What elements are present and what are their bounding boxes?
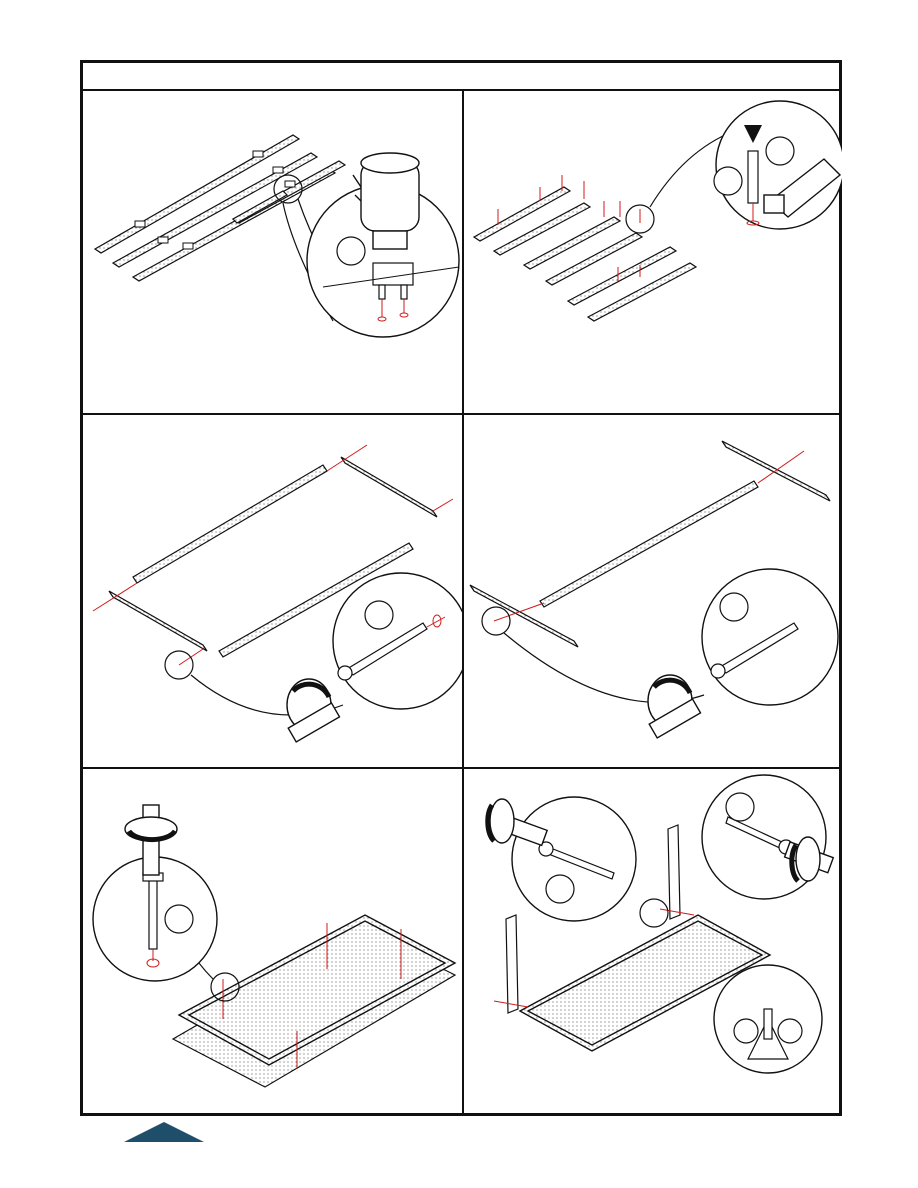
panel-step-5 bbox=[83, 769, 462, 1117]
page-tab-marker bbox=[124, 1122, 204, 1142]
instruction-sheet bbox=[80, 60, 842, 1116]
panel-step-1 bbox=[83, 91, 462, 413]
panel-step-2 bbox=[464, 91, 842, 413]
panel-step-4 bbox=[464, 415, 842, 767]
dowel-icon bbox=[748, 151, 758, 203]
panel-step-6 bbox=[464, 769, 842, 1117]
header-band bbox=[83, 63, 839, 91]
step-6-illustration bbox=[464, 769, 842, 1117]
board-parts bbox=[474, 187, 696, 321]
step-grid bbox=[83, 91, 839, 1113]
step-1-illustration bbox=[83, 91, 462, 413]
step-5-illustration bbox=[83, 769, 462, 1117]
header-text bbox=[83, 68, 93, 83]
step-2-illustration bbox=[464, 91, 842, 413]
step-3-illustration bbox=[83, 415, 462, 767]
panel-step-3 bbox=[83, 415, 462, 767]
step-4-illustration bbox=[464, 415, 842, 767]
